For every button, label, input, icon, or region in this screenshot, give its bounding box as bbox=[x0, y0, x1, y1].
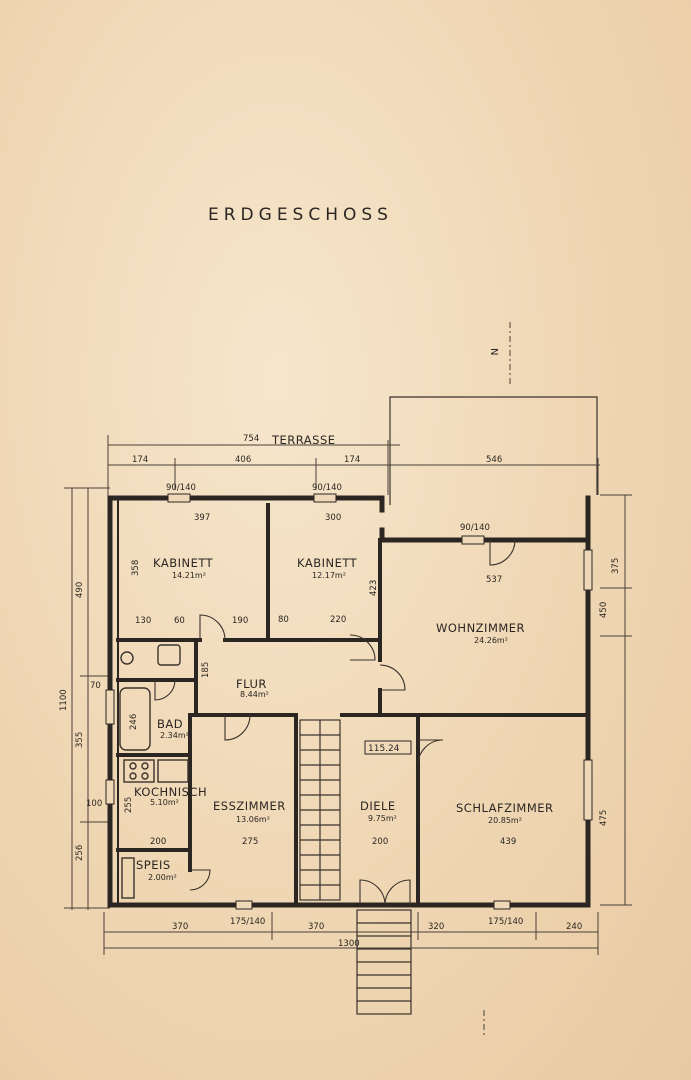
dim-bottom-seg-3: 320 bbox=[428, 922, 444, 932]
esszimmer-area: 13.06m² bbox=[236, 815, 270, 824]
dim-bottom-seg-2: 370 bbox=[308, 922, 324, 932]
dim-bottom-seg-4: 240 bbox=[566, 922, 582, 932]
schlafzimmer-width: 439 bbox=[500, 837, 516, 847]
kabinett-1-label: KABINETT bbox=[153, 556, 214, 570]
terrace-label: TERRASSE bbox=[271, 433, 336, 447]
bottom-dimension-lines: 370 370 320 240 1300 bbox=[103, 912, 599, 955]
kabinett-2-width: 300 bbox=[325, 513, 341, 523]
interior-dim-8: 100 bbox=[86, 799, 102, 809]
interior-dimension-notes: 130 60 190 80 220 185 200 100 70 246 bbox=[86, 615, 346, 847]
dim-top-seg-1: 174 bbox=[132, 455, 148, 465]
dim-left-seg-3: 256 bbox=[75, 845, 85, 861]
level-mark: 115.24 bbox=[364, 740, 412, 755]
speis-area: 2.00m² bbox=[148, 873, 177, 882]
room-labels: TERRASSE KABINETT 14.21m² 397 358 KABINE… bbox=[124, 433, 554, 882]
bad-area: 2.34m² bbox=[160, 731, 189, 740]
kabinett-1-height: 358 bbox=[131, 560, 141, 576]
kabinett-2-height: 423 bbox=[369, 580, 379, 596]
window-mark-3: 90/140 bbox=[460, 523, 490, 533]
dim-left-seg-2: 355 bbox=[75, 732, 85, 748]
dim-left-total: 1100 bbox=[59, 689, 69, 711]
kabinett-2-label: KABINETT bbox=[297, 556, 358, 570]
speis-label: SPEIS bbox=[136, 858, 171, 872]
entrance-staircase bbox=[356, 909, 412, 1015]
left-dimension-lines: 1100 490 355 256 bbox=[59, 487, 110, 910]
esszimmer-width: 275 bbox=[242, 837, 258, 847]
esszimmer-label: ESSZIMMER bbox=[213, 799, 286, 813]
north-axis-marker: N bbox=[483, 322, 511, 1035]
interior-dim-2: 60 bbox=[174, 616, 185, 626]
kabinett-1-area: 14.21m² bbox=[172, 571, 206, 580]
interior-dim-7: 200 bbox=[150, 837, 166, 847]
flur-area: 8.44m² bbox=[240, 690, 269, 699]
window-mark-4: 175/140 bbox=[230, 917, 265, 927]
dim-right-seg-3: 475 bbox=[599, 810, 609, 826]
door-swings bbox=[154, 539, 516, 906]
plan-title: ERDGESCHOSS bbox=[208, 205, 393, 225]
interior-staircase bbox=[299, 719, 341, 901]
level-mark-text: 115.24 bbox=[368, 744, 400, 754]
window-mark-2: 90/140 bbox=[312, 483, 342, 493]
dim-top-seg-3: 174 bbox=[344, 455, 360, 465]
window-mark-1: 90/140 bbox=[166, 483, 196, 493]
wohnzimmer-area: 24.26m² bbox=[474, 636, 508, 645]
kabinett-2-area: 12.17m² bbox=[312, 571, 346, 580]
bad-label: BAD bbox=[157, 717, 183, 731]
interior-dim-3: 190 bbox=[232, 616, 248, 626]
interior-dim-10: 246 bbox=[129, 714, 139, 730]
interior-dim-4: 80 bbox=[278, 615, 289, 625]
schlafzimmer-label: SCHLAFZIMMER bbox=[456, 801, 554, 815]
interior-dim-9: 70 bbox=[90, 681, 101, 691]
interior-dim-1: 130 bbox=[135, 616, 151, 626]
wohnzimmer-width: 537 bbox=[486, 575, 502, 585]
terrace bbox=[389, 396, 598, 505]
north-marker-label: N bbox=[488, 348, 499, 355]
dim-right-seg-1: 375 bbox=[611, 558, 621, 574]
kochnische-label: KOCHNISCH bbox=[134, 785, 207, 799]
interior-dim-5: 220 bbox=[330, 615, 346, 625]
dim-top-total: 754 bbox=[243, 434, 259, 444]
diele-area: 9.75m² bbox=[368, 814, 397, 823]
windows: 90/140 90/140 90/140 175/140 175/140 bbox=[105, 483, 593, 927]
kabinett-1-width: 397 bbox=[194, 513, 210, 523]
kochnische-dim: 255 bbox=[124, 797, 134, 813]
dim-terrace-width: 546 bbox=[486, 455, 502, 465]
diele-width: 200 bbox=[372, 837, 388, 847]
dim-bottom-seg-1: 370 bbox=[172, 922, 188, 932]
interior-dim-6: 185 bbox=[201, 662, 211, 678]
top-dimension-lines: 754 174 406 174 546 bbox=[107, 434, 600, 500]
dim-bottom-total: 1300 bbox=[338, 939, 360, 949]
window-mark-5: 175/140 bbox=[488, 917, 523, 927]
flur-label: FLUR bbox=[236, 677, 267, 691]
kochnische-area: 5.10m² bbox=[150, 798, 179, 807]
sanitary-fixtures bbox=[119, 644, 189, 899]
right-dimension-lines: 375 450 475 bbox=[599, 494, 632, 906]
interior-walls bbox=[116, 503, 590, 907]
wohnzimmer-label: WOHNZIMMER bbox=[436, 621, 525, 635]
dim-right-seg-2: 450 bbox=[599, 602, 609, 618]
diele-label: DIELE bbox=[360, 799, 396, 813]
dim-left-seg-1: 490 bbox=[75, 582, 85, 598]
schlafzimmer-area: 20.85m² bbox=[488, 816, 522, 825]
dim-top-seg-2: 406 bbox=[235, 455, 251, 465]
